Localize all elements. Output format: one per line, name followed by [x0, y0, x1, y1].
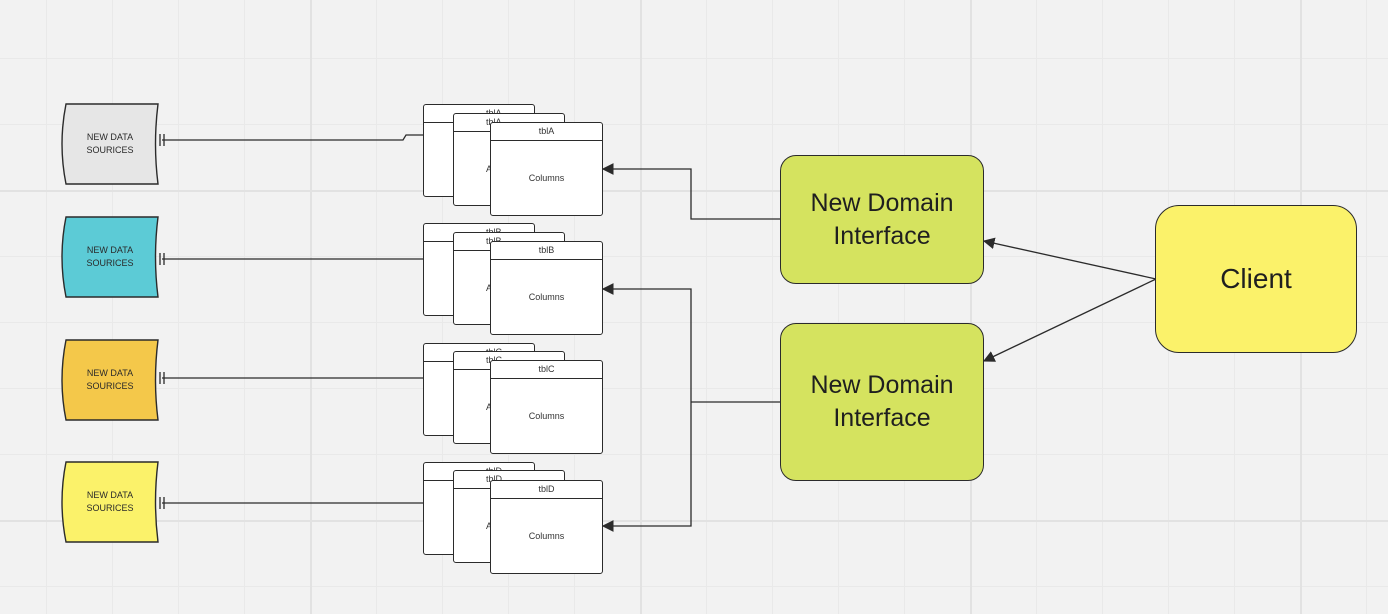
table-card-tblC[interactable]: tblC Columns: [490, 360, 603, 454]
data-source-label: NEW DATA SOURICES: [86, 132, 134, 155]
data-source-label: NEW DATA SOURICES: [86, 490, 134, 513]
client-to-domain1: [982, 237, 1157, 280]
table-card-tblD[interactable]: tblD Columns: [490, 480, 603, 574]
client-to-domain2: [982, 278, 1157, 362]
table-body: A: [486, 282, 493, 293]
table-body: A: [486, 163, 493, 174]
data-source-label: NEW DATA SOURICES: [86, 245, 134, 268]
table-body: A: [486, 401, 493, 412]
domain1-to-tblA: [601, 163, 780, 220]
client-node[interactable]: Client: [1155, 205, 1357, 353]
client-label: Client: [1220, 263, 1292, 294]
table-title: tblB: [491, 242, 602, 260]
domain-interface-1[interactable]: New Domain Interface: [780, 155, 984, 284]
table-title: tblA: [491, 123, 602, 141]
table-title: tblD: [491, 481, 602, 499]
table-card-tblA[interactable]: tblA Columns: [490, 122, 603, 216]
data-source-3[interactable]: NEW DATA SOURICES: [60, 340, 160, 420]
table-title: tblC: [491, 361, 602, 379]
domain-interface-label: New Domain Interface: [810, 188, 954, 250]
table-card-tblB[interactable]: tblB Columns: [490, 241, 603, 335]
domain-interface-2[interactable]: New Domain Interface: [780, 323, 984, 481]
table-columns: Columns: [528, 531, 565, 541]
table-columns: Columns: [528, 292, 565, 302]
table-body: A: [486, 520, 493, 531]
data-source-2[interactable]: NEW DATA SOURICES: [60, 217, 160, 297]
table-columns: Columns: [528, 411, 565, 421]
data-source-1[interactable]: NEW DATA SOURICES: [60, 104, 160, 184]
domain-interface-label: New Domain Interface: [810, 371, 954, 432]
data-source-label: NEW DATA SOURICES: [86, 368, 134, 391]
domain2-to-tblD: [601, 402, 692, 532]
domain2-to-tblB: [601, 283, 692, 402]
table-columns: Columns: [528, 173, 565, 183]
source-link-a: [162, 134, 424, 141]
data-source-4[interactable]: NEW DATA SOURICES: [60, 462, 160, 542]
